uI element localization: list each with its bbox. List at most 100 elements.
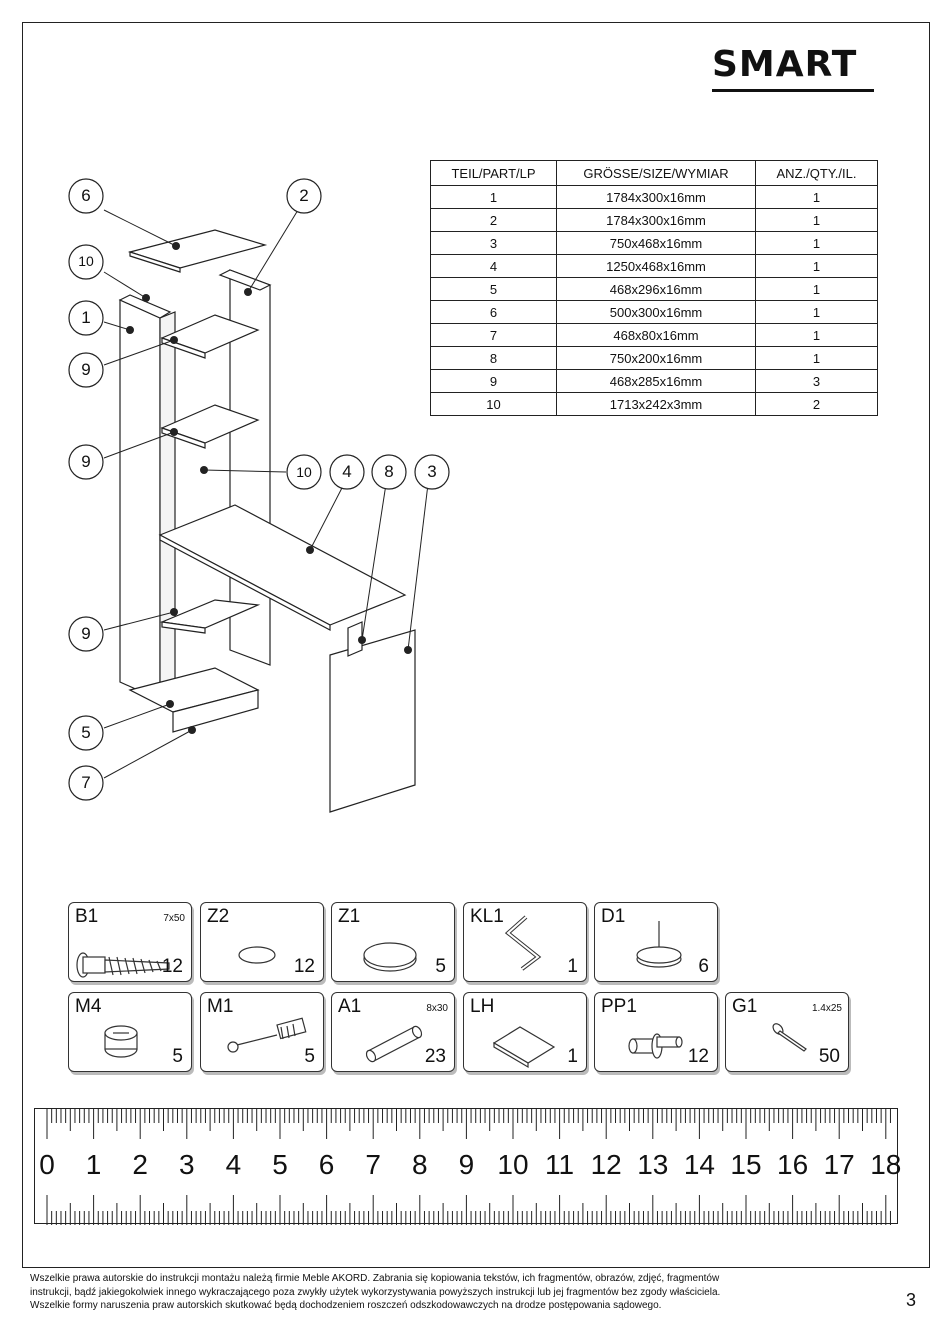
hardware-code: M4 [75,996,102,1017]
cell-qty: 1 [755,323,878,347]
ruler-label: 13 [637,1149,669,1180]
ruler-label: 4 [225,1149,242,1180]
cell-size: 468x80x16mm [556,323,756,347]
exploded-view-diagram [68,178,450,813]
hex-key-icon [504,915,542,971]
hardware-qty: 50 [818,1046,840,1067]
cell-size: 1784x300x16mm [556,208,756,232]
hardware-qty: 5 [304,1046,315,1067]
hardware-code: Z1 [338,906,361,927]
cell-size: 750x468x16mm [556,231,756,255]
cell-size: 468x285x16mm [556,369,756,393]
ruler-label: 11 [545,1149,575,1180]
hardware-kl1: KL1 1 [463,902,587,982]
cell-part: 7 [430,323,557,347]
hardware-size: 8x30 [426,1003,448,1014]
copyright-line: Wszelkie prawa autorskie do instrukcji m… [30,1273,720,1284]
hardware-code: A1 [338,996,362,1017]
parts-table: TEIL/PART/LP GRÖSSE/SIZE/WYMIAR ANZ./QTY… [430,160,878,416]
hardware-b1: B1 7x50 12 [68,902,192,982]
callout-label: 6 [81,186,91,205]
cell-qty: 1 [755,300,878,324]
header-size: GRÖSSE/SIZE/WYMIAR [556,160,756,186]
hardware-size: 1.4x25 [811,1003,842,1014]
ruler-label: 16 [777,1149,809,1180]
hardware-code: LH [470,996,495,1017]
dowel-icon [365,1025,423,1063]
callout-label: 10 [296,464,312,480]
hardware-qty: 12 [293,956,315,977]
hardware-code: Z2 [207,906,230,927]
ruler-label: 3 [179,1149,195,1180]
hardware-code: G1 [732,996,758,1017]
ruler-label: 12 [590,1149,622,1180]
ruler-label: 10 [497,1149,529,1180]
brand-title: SMART [712,44,858,85]
brand-underline [712,89,874,92]
panel-3 [329,629,416,813]
callout-label: 10 [78,253,94,269]
ruler-label: 7 [365,1149,381,1180]
callout-label: 8 [384,462,394,481]
ruler-label: 18 [870,1149,902,1180]
hardware-z1: Z1 5 [331,902,455,982]
hardware-qty: 12 [687,1046,709,1067]
hardware-qty: 6 [698,956,709,977]
cell-part: 1 [430,185,557,209]
page-number: 3 [906,1290,917,1310]
large-cap-icon [363,942,417,972]
cell-size: 1250x468x16mm [556,254,756,278]
parts-table-header: TEIL/PART/LP GRÖSSE/SIZE/WYMIAR ANZ./QTY… [430,160,878,186]
cell-qty: 2 [755,392,878,416]
panel-7 [172,689,259,733]
cell-qty: 1 [755,346,878,370]
hardware-size: 7x50 [163,913,185,924]
ruler-label: 9 [458,1149,475,1180]
ruler-label: 6 [318,1149,335,1180]
panel-1 [119,299,161,701]
hardware-qty: 1 [567,956,578,977]
ruler-label: 1 [85,1149,102,1180]
ruler-label: 8 [412,1149,428,1180]
ruler-label: 15 [730,1149,762,1180]
cell-qty: 1 [755,231,878,255]
ruler-label: 2 [132,1149,148,1180]
header-qty: ANZ./QTY./IL. [755,160,878,186]
hardware-qty: 12 [161,956,183,977]
cell-part: 5 [430,277,557,301]
small-cap-icon [238,946,276,964]
callout-label: 4 [342,462,352,481]
ruler-label: 14 [683,1149,715,1180]
hardware-qty: 1 [567,1046,578,1067]
callout-label: 7 [81,773,91,792]
cell-part: 10 [430,392,557,416]
ruler-ticks [46,1109,891,1225]
cell-size: 1784x300x16mm [556,185,756,209]
cell-qty: 3 [755,369,878,393]
callout-label: 1 [81,308,91,327]
hardware-code: B1 [75,906,99,927]
cell-size: 1713x242x3mm [556,392,756,416]
hardware-z2: Z2 12 [200,902,324,982]
cell-size: 500x300x16mm [556,300,756,324]
cell-size: 468x296x16mm [556,277,756,301]
hardware-code: M1 [207,996,234,1017]
hardware-lh: LH 1 [463,992,587,1072]
hardware-qty: 23 [424,1046,446,1067]
cell-qty: 1 [755,208,878,232]
cell-part: 9 [430,369,557,393]
glide-nail-icon [636,921,682,968]
copyright-line: Wszelkie formy naruszenia praw autorskic… [30,1300,662,1311]
cell-qty: 1 [755,277,878,301]
cam-bolt-icon [227,1017,307,1053]
ruler-label: 17 [823,1149,855,1180]
cell-size: 750x200x16mm [556,346,756,370]
panel-8 [347,621,363,657]
